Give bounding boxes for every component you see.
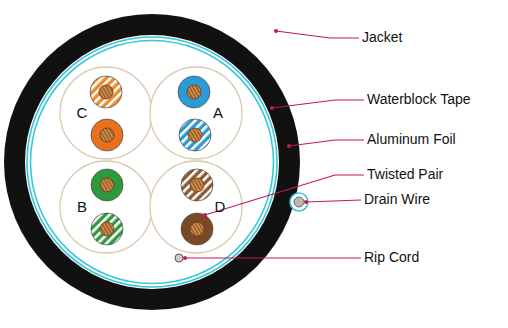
drain-wire-pocket xyxy=(290,193,308,211)
copper-cores xyxy=(99,85,204,236)
pair-groups xyxy=(60,67,242,253)
drain-wire xyxy=(294,197,304,207)
jacket xyxy=(4,14,300,310)
part-name: Jacket xyxy=(362,30,402,45)
part-name: Aluminum Foil xyxy=(367,132,456,147)
part-name: Twisted Pair xyxy=(367,167,443,182)
leader-dots xyxy=(183,29,308,260)
pair-letter: C xyxy=(77,105,88,122)
rip-cord xyxy=(175,254,183,262)
conductors xyxy=(90,76,213,245)
pair-letter: A xyxy=(213,105,223,122)
pair-letter: B xyxy=(77,199,87,216)
part-name: Waterblock Tape xyxy=(367,92,471,107)
aluminum-foil xyxy=(27,37,277,287)
leader-lines xyxy=(185,31,364,258)
waterblock-tape xyxy=(31,41,274,284)
pair-letter: D xyxy=(215,199,226,216)
part-name: Rip Cord xyxy=(364,250,419,265)
part-name: Drain Wire xyxy=(364,192,430,207)
